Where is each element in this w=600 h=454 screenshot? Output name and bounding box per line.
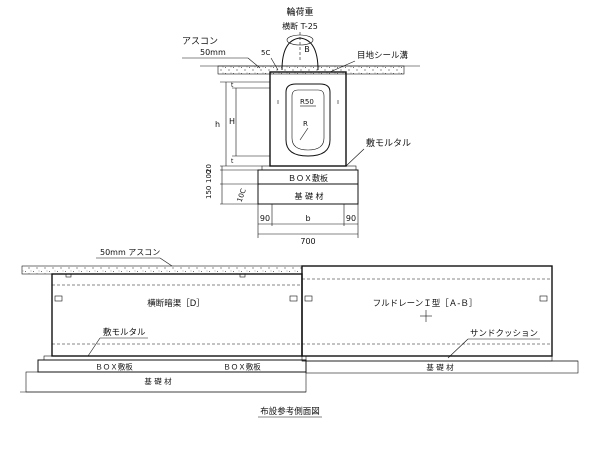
dim-100: 100 <box>205 170 213 183</box>
dim-90-right: 90 <box>346 214 356 223</box>
dim-h-inner: H <box>229 117 235 126</box>
drawing-caption: 布設参考側面図 <box>260 406 320 417</box>
drain-label: フルドレーンＩ型［Ａ-Ｂ］ <box>373 299 478 309</box>
side-view: 50mm アスコン 横断暗渠［D］ フルドレーンＩ型［Ａ-Ｂ］ 敷モルタル サン <box>20 248 579 418</box>
culvert-inner <box>285 83 331 157</box>
culvert-box <box>269 71 347 167</box>
mortar-label-side: 敷モルタル <box>103 327 146 338</box>
load-subtitle: 横断 T-25 <box>282 21 318 31</box>
base-left-label: 基 礎 材 <box>144 376 172 386</box>
mortar-label-top: 敷モルタル <box>366 137 411 149</box>
base-label-top: 基 礎 材 <box>294 191 323 201</box>
box-slab-label-top: ＢＯＸ敷板 <box>288 173 328 183</box>
dim-700: 700 <box>300 237 315 246</box>
base-right-label: 基 礎 材 <box>426 362 454 372</box>
cushion-label: サンドクッション <box>470 329 538 339</box>
center-cross-icon <box>420 310 432 322</box>
dim-t-lower: t <box>231 158 234 165</box>
dim-10c: 10C <box>236 187 248 203</box>
box-slab-left-label: ＢＯＸ敷板 <box>95 362 133 372</box>
r50-label: R50 <box>300 98 314 106</box>
load-title: 輪荷重 <box>286 6 313 18</box>
dim-t-upper: t <box>231 82 234 89</box>
cross-section: 輪荷重 横断 T-25 B アスコン 50mm 5C 目地シール溝 R50 R … <box>182 6 420 246</box>
box-slab-right-label: ＢＯＸ敷板 <box>223 362 261 372</box>
chamfer-5c-label: 5C <box>261 49 270 57</box>
asphalt-layer-top <box>217 65 405 75</box>
culvert-label: 横断暗渠［D］ <box>147 298 205 309</box>
base-side-right <box>305 360 579 374</box>
asphalt-label: アスコン <box>182 37 218 47</box>
asphalt-layer-side <box>21 265 303 275</box>
dim-b: b <box>305 214 310 223</box>
dim-90-left: 90 <box>260 214 270 223</box>
dim-20: 20 <box>205 164 213 173</box>
r-label: R <box>303 120 308 128</box>
asphalt-label-side: 50mm アスコン <box>100 248 160 257</box>
sand-cushion <box>301 355 553 362</box>
joint-seal-label: 目地シール溝 <box>357 50 409 61</box>
asphalt-thickness: 50mm <box>200 48 226 57</box>
drain-side-box <box>301 265 553 357</box>
width-b-label: B <box>304 45 310 54</box>
base-top <box>257 183 359 205</box>
dim-h-outer: h <box>215 120 220 129</box>
dim-150: 150 <box>205 186 213 199</box>
